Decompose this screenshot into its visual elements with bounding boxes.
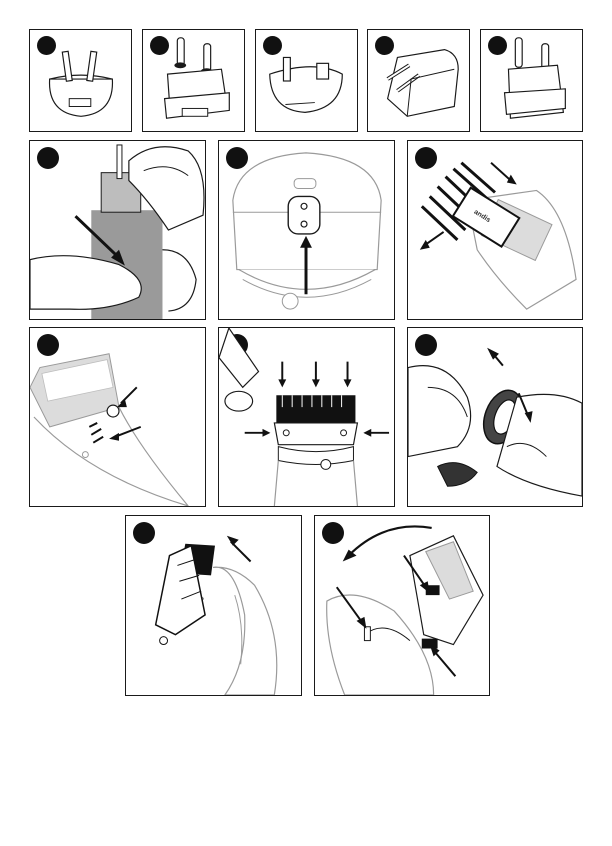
replace-blade-illustration — [315, 516, 489, 695]
remove-blade-illustration: andis — [126, 516, 301, 695]
plug-us-illustration — [368, 30, 469, 131]
plug-uk-illustration — [256, 30, 357, 131]
speed-switch-illustration — [30, 328, 205, 506]
plug-eu-adapter-illustration — [481, 30, 582, 131]
step-panel-3 — [255, 29, 358, 132]
step-panel-1 — [29, 29, 132, 132]
step-panel-5 — [480, 29, 583, 132]
step-panel-12: andis — [125, 515, 302, 696]
plug-eu-round-illustration — [143, 30, 244, 131]
step-panel-9 — [29, 327, 206, 507]
step-panel-6 — [29, 140, 206, 320]
insert-adapter-illustration — [30, 141, 205, 319]
blade-oil-illustration — [219, 328, 394, 506]
step-panel-7 — [218, 140, 395, 320]
plug-au-illustration — [30, 30, 131, 131]
charging-socket-illustration — [219, 141, 394, 319]
attach-comb-illustration: andis — [408, 141, 582, 319]
rotate-ring-illustration — [408, 328, 582, 506]
step-panel-8: andis — [407, 140, 583, 320]
step-panel-13 — [314, 515, 490, 696]
step-panel-11 — [407, 327, 583, 507]
step-panel-10 — [218, 327, 395, 507]
step-panel-2 — [142, 29, 245, 132]
step-panel-4 — [367, 29, 470, 132]
